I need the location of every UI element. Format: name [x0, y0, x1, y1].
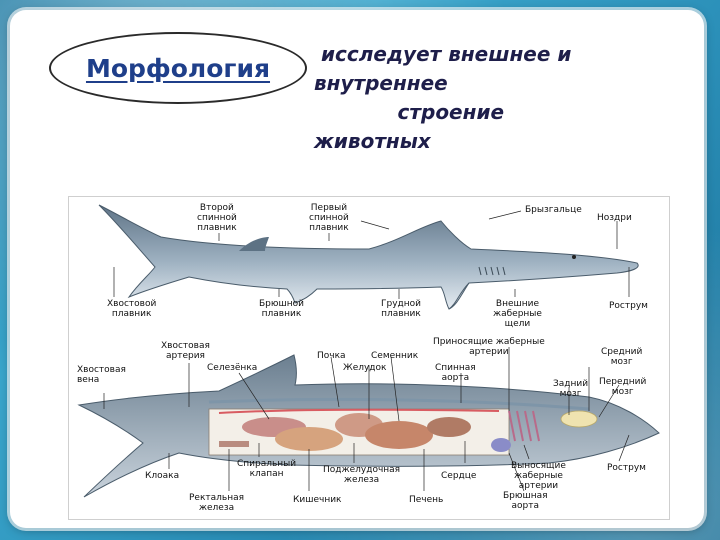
title-oval: Морфология	[49, 32, 307, 104]
label-kidney: Почка	[317, 351, 346, 361]
slide-card: Морфология исследует внешнее и внутренне…	[10, 10, 704, 528]
label-afferent-arteries: Приносящие жаберные артерии	[433, 337, 545, 357]
label-stomach: Желудок	[343, 363, 387, 373]
label-hindbrain: Задний мозг	[553, 379, 589, 399]
label-liver: Печень	[409, 495, 444, 505]
label-testis: Семенник	[371, 351, 419, 361]
label-heart: Сердце	[441, 471, 477, 481]
label-spiral-valve: Спиральный клапан	[237, 459, 297, 479]
label-pancreas: Поджелудочная железа	[323, 465, 401, 485]
shark-illustration	[77, 204, 660, 498]
label-spiracle: Брызгальце	[525, 205, 582, 215]
slide-title: Морфология	[85, 53, 271, 83]
label-first-dorsal-fin: Первый спинной плавник	[309, 203, 349, 233]
leader-lines	[103, 210, 630, 492]
label-forebrain: Передний мозг	[599, 377, 647, 397]
label-pelvic-fin: Брюшной плавник	[259, 299, 304, 319]
label-midbrain: Средний мозг	[601, 347, 643, 367]
label-nostril: Ноздри	[597, 213, 632, 223]
definition-text: исследует внешнее и внутреннее строение …	[314, 40, 634, 156]
shark-anatomy-diagram: Второй спинной плавник Первый спинной пл…	[68, 196, 670, 520]
definition-line: исследует внешнее и	[314, 42, 572, 66]
label-efferent-arteries: Выносящие жаберные артерии	[511, 461, 566, 491]
label-caudal-artery: Хвостовая артерия	[161, 341, 210, 361]
label-rostrum: Рострум	[609, 301, 648, 311]
label-second-dorsal-fin: Второй спинной плавник	[197, 203, 237, 233]
label-caudal-fin: Хвостовой плавник	[107, 299, 157, 319]
external-shark	[98, 204, 639, 310]
definition-line: строение	[314, 100, 505, 124]
label-caudal-vein: Хвостовая вена	[77, 365, 126, 385]
label-ventral-aorta: Брюшная аорта	[503, 491, 548, 511]
label-rectal-gland: Ректальная железа	[189, 493, 245, 513]
label-rostrum-internal: Рострум	[607, 463, 646, 473]
definition-line: животных	[314, 129, 431, 153]
label-intestine: Кишечник	[293, 495, 342, 505]
label-dorsal-aorta: Спинная аорта	[435, 363, 476, 383]
definition-line: внутреннее	[314, 71, 448, 95]
label-spleen: Селезёнка	[207, 363, 258, 373]
label-gill-slits: Внешние жаберные щели	[493, 299, 542, 329]
label-cloaca: Клоака	[145, 471, 180, 481]
label-pectoral-fin: Грудной плавник	[381, 299, 421, 319]
